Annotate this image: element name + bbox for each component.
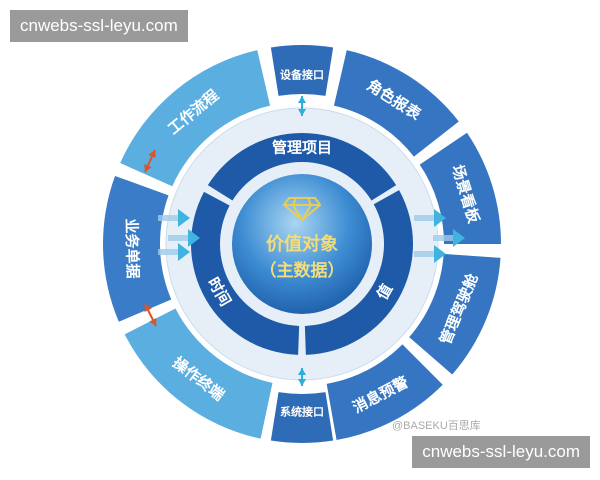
inner-segment: [304, 190, 413, 355]
outer-segment: [124, 308, 273, 439]
arrow-right-icon: [158, 209, 190, 227]
double-arrow-icon: [144, 149, 156, 173]
double-arrow-icon: [298, 96, 306, 116]
arrow-right-icon: [414, 245, 446, 263]
outer-segment: [409, 253, 501, 375]
arrow-right-icon: [414, 209, 446, 227]
inner-segment-label: 管理项目: [272, 139, 332, 157]
double-arrow-icon: [298, 368, 306, 386]
inner-segment: [207, 133, 397, 201]
arrow-right-icon: [168, 229, 200, 247]
outer-segment: [419, 132, 501, 244]
double-arrow-icon: [144, 303, 157, 327]
watermark-top: cnwebs-ssl-leyu.com: [10, 10, 188, 42]
center-sphere: [232, 174, 372, 314]
segment-3: 管理驾驶舱: [409, 253, 501, 375]
arrow-right-icon: [158, 243, 190, 261]
segment-2: 场景看板: [419, 132, 501, 244]
inner-segment-1: 值: [304, 190, 413, 355]
inner-segment: [191, 191, 300, 355]
segment-7: 业务单据: [102, 175, 172, 322]
center-title: 价值对象: [266, 233, 338, 255]
arrows: [144, 96, 465, 386]
segment-4: 消息预警: [326, 344, 443, 440]
segment-1: 角色报表: [333, 50, 459, 157]
outer-segment: [102, 175, 172, 322]
outer-segment-label: 系统接口: [280, 405, 324, 419]
diamond-icon: [282, 197, 322, 222]
segment-5: 系统接口: [270, 392, 334, 443]
watermark-bottom: cnwebs-ssl-leyu.com: [412, 436, 590, 468]
outer-segment: [120, 50, 271, 187]
segment-8: 工作流程: [120, 50, 271, 187]
outer-segment: [326, 344, 443, 440]
outer-segment: [270, 45, 334, 96]
segment-6: 操作终端: [124, 308, 273, 439]
outer-segment: [333, 50, 459, 157]
inner-segment-0: 管理项目: [207, 133, 397, 201]
center-subtitle: （主数据）: [260, 260, 345, 281]
credit-text: @BASEKU百思库: [392, 420, 481, 432]
outer-segment-label: 设备接口: [280, 68, 324, 82]
segment-0: 设备接口: [270, 45, 334, 96]
arrow-right-icon: [433, 229, 465, 247]
outer-segment: [270, 392, 334, 443]
outer-segment-label: 业务单据: [122, 218, 142, 278]
